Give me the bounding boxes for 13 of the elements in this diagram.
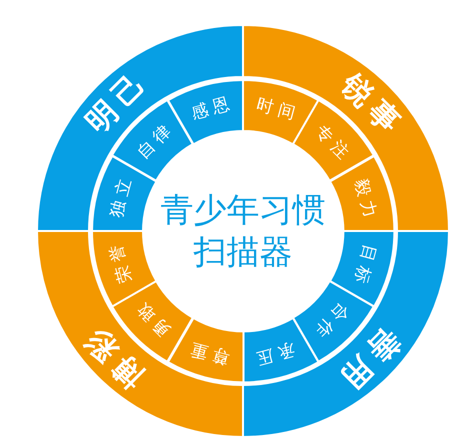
ring-label: 自律 xyxy=(132,118,178,165)
ring-label: 尊重 xyxy=(184,338,233,367)
ring-label: 毅力 xyxy=(350,176,379,224)
ring-label: 荣誉 xyxy=(107,238,136,288)
ring-label: 时间 xyxy=(253,95,302,124)
ring-label: 承压 xyxy=(250,338,298,367)
ring-label: 独立 xyxy=(107,172,136,222)
ring-label: 感恩 xyxy=(188,95,236,124)
ring-label: 勇敢 xyxy=(130,296,176,343)
ring-label: 目标 xyxy=(350,241,379,290)
ring-label: 合作 xyxy=(308,298,354,344)
ring-label: 专注 xyxy=(310,120,356,166)
center-label: 青少年习惯扫描器 xyxy=(157,189,329,273)
